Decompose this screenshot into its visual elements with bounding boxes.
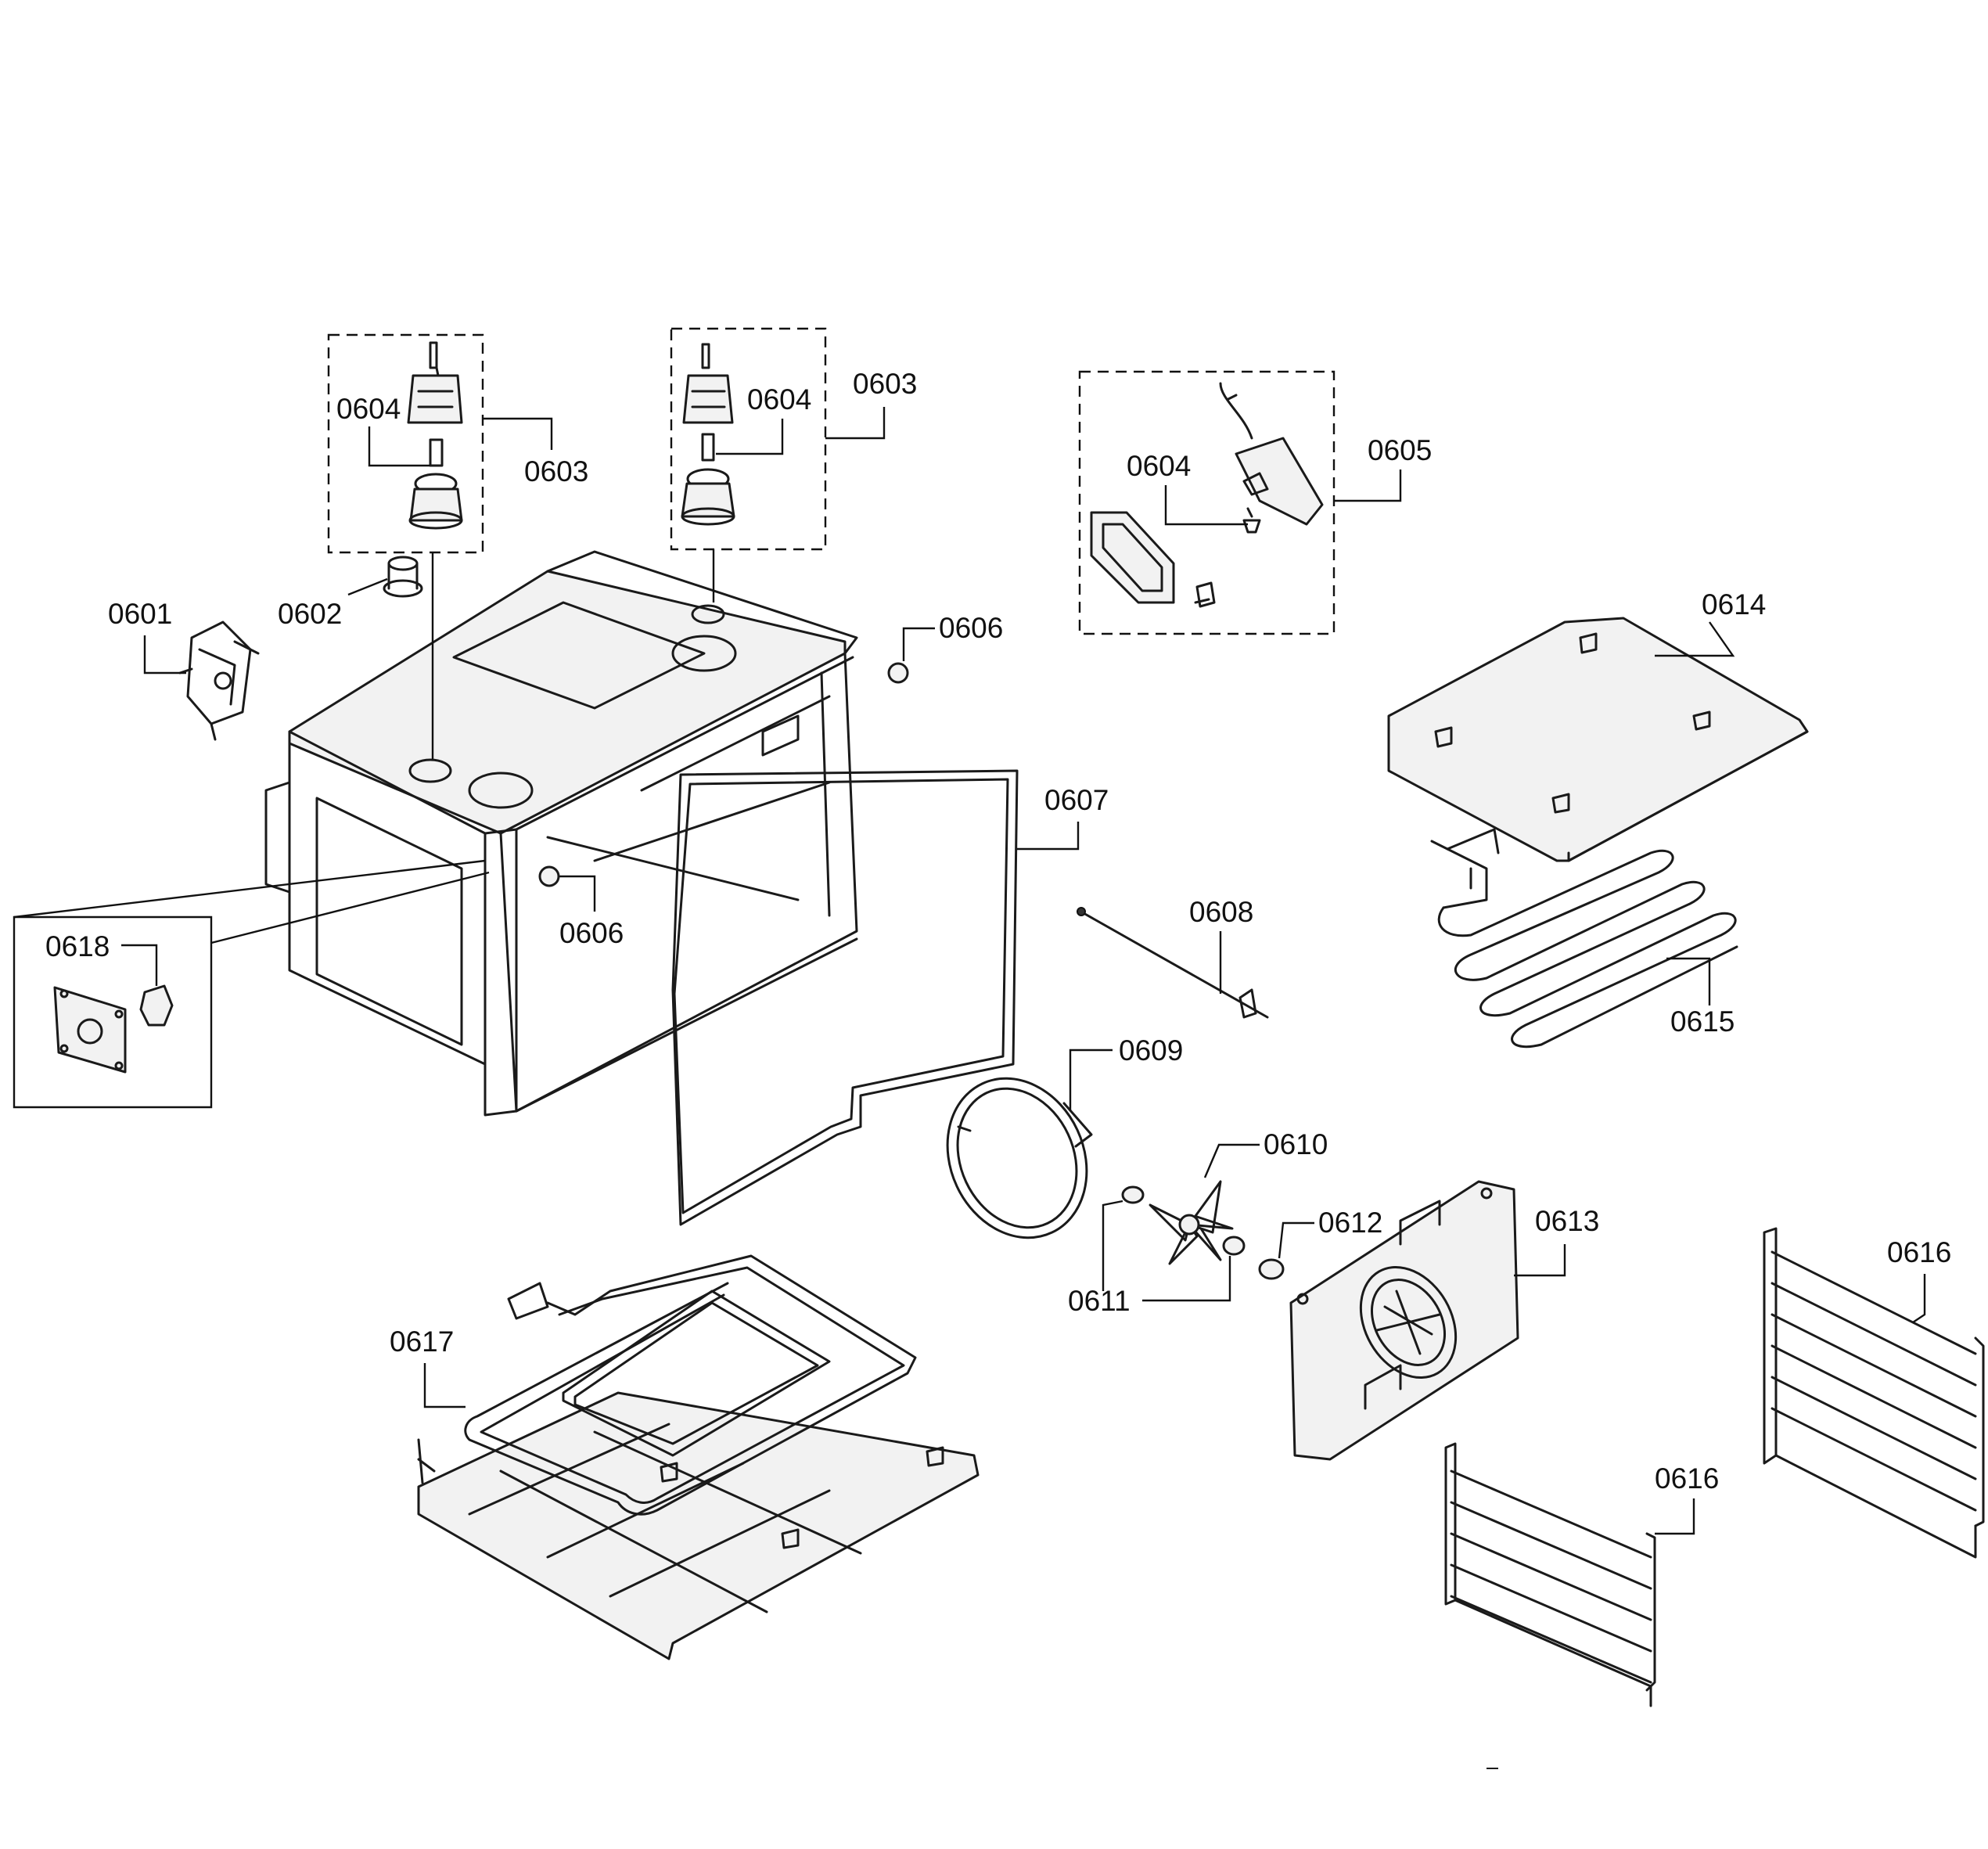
part-0605-side-lamp-assembly xyxy=(1078,370,1336,635)
part-0608-temp-sensor xyxy=(1077,907,1269,1019)
part-0616-rack-right xyxy=(1763,1227,1985,1559)
part-0606-bumper-front xyxy=(538,865,560,887)
part-0615-broil-element xyxy=(1430,828,1738,1049)
callout-0617: 0617 xyxy=(390,1326,454,1358)
callout-0610: 0610 xyxy=(1264,1128,1328,1160)
callout-0612: 0612 xyxy=(1318,1207,1382,1239)
part-0601-latch xyxy=(178,621,260,741)
callout-0607: 0607 xyxy=(1044,784,1109,816)
callout-0614: 0614 xyxy=(1702,588,1766,621)
callout-0616-left: 0616 xyxy=(1655,1462,1719,1495)
part-0603-lamp-assembly-left xyxy=(327,333,484,554)
part-0617-bake-element xyxy=(417,1254,980,1660)
callout-0608: 0608 xyxy=(1189,896,1253,928)
part-0618-detail-inset xyxy=(13,859,490,1109)
callout-0618: 0618 xyxy=(45,930,110,962)
part-0603-lamp-assembly-right xyxy=(670,327,827,551)
callout-0609: 0609 xyxy=(1119,1034,1183,1067)
part-0607-door-gasket xyxy=(671,769,1019,1226)
callout-0603-left: 0603 xyxy=(524,455,588,487)
part-0610-fan-blade xyxy=(1149,1180,1234,1265)
callout-0606-top: 0606 xyxy=(939,612,1003,644)
part-0613-fan-cover xyxy=(1289,1180,1519,1461)
part-0614-top-plate xyxy=(1387,617,1809,862)
part-0611-washers xyxy=(1121,1185,1246,1256)
callout-0604-right: 0604 xyxy=(747,383,811,415)
part-0602-plug xyxy=(383,556,423,598)
callout-0603-right: 0603 xyxy=(853,368,917,400)
callout-0604-side: 0604 xyxy=(1127,450,1191,482)
part-0612-nut xyxy=(1258,1258,1285,1280)
callout-0606-front: 0606 xyxy=(559,917,624,949)
callout-0611: 0611 xyxy=(1068,1285,1131,1317)
part-0606-bumper-top xyxy=(887,662,909,684)
callout-0604-left: 0604 xyxy=(336,393,401,425)
callout-0602: 0602 xyxy=(278,598,342,630)
callout-0615: 0615 xyxy=(1670,1005,1735,1038)
callout-0616-right: 0616 xyxy=(1887,1236,1951,1268)
part-0616-rack-left xyxy=(1444,1442,1656,1707)
part-0609-ring-element xyxy=(946,1077,1093,1239)
callout-0605: 0605 xyxy=(1368,434,1432,466)
callout-0601: 0601 xyxy=(108,598,172,630)
oven-cavity xyxy=(264,550,858,1117)
callout-0613: 0613 xyxy=(1535,1205,1599,1237)
